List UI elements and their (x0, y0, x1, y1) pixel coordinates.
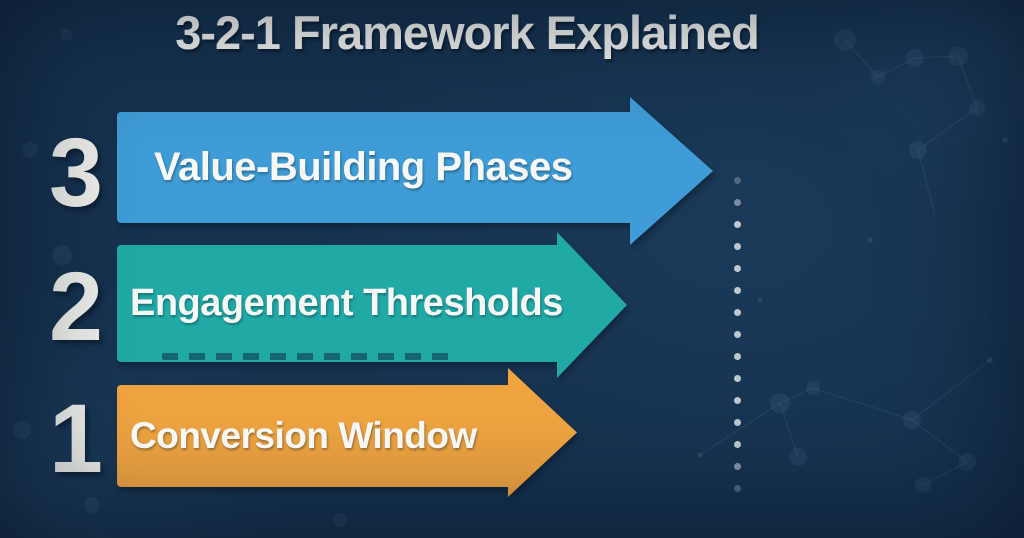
divider-dot (734, 331, 741, 338)
step-number-2: 2 (49, 252, 103, 361)
step-number-1: 1 (49, 384, 103, 493)
arrow-value-building-phases: Value-Building Phases (117, 112, 667, 223)
divider-dot (734, 375, 741, 382)
step-number-3: 3 (49, 118, 103, 227)
arrow-shape-value-building-phases (117, 97, 713, 245)
divider-dot (734, 397, 741, 404)
divider-dot (734, 199, 741, 206)
divider-dot (734, 485, 741, 492)
divider-dot (734, 243, 741, 250)
arrow-label-engagement-thresholds: Engagement Thresholds (130, 282, 563, 324)
divider-dot (734, 353, 741, 360)
divider-dot (734, 309, 741, 316)
arrow-label-value-building-phases: Value-Building Phases (154, 145, 573, 189)
ghost-text-remnant-decoration (162, 353, 458, 360)
divider-dot (734, 287, 741, 294)
arrow-shape-engagement-thresholds (117, 232, 627, 378)
divider-dot (734, 441, 741, 448)
divider-dot (734, 221, 741, 228)
arrow-shape-conversion-window (117, 368, 577, 497)
arrow-label-conversion-window: Conversion Window (130, 415, 477, 456)
divider-dot (734, 419, 741, 426)
arrow-engagement-thresholds: Engagement Thresholds (117, 245, 640, 362)
divider-dot (734, 265, 741, 272)
arrow-conversion-window: Conversion Window (117, 385, 590, 487)
divider-dot (734, 463, 741, 470)
page-title: 3-2-1 Framework Explained (175, 6, 760, 59)
dotted-divider (734, 177, 741, 492)
divider-dot (734, 177, 741, 184)
